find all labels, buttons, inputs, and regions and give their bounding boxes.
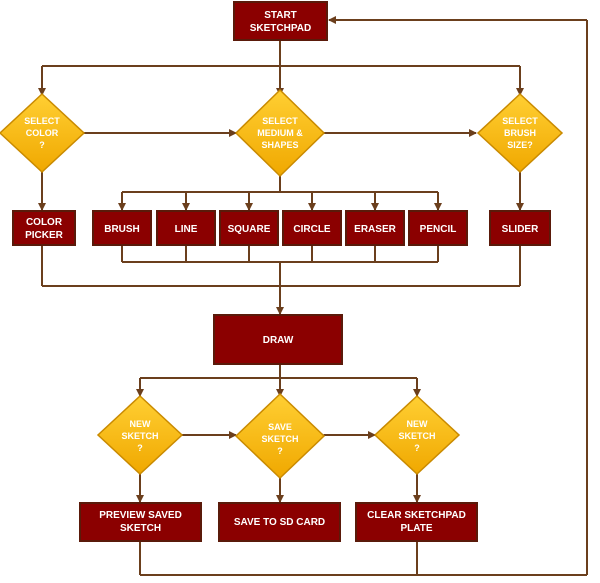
process-color-picker[interactable]: COLOR PICKER bbox=[12, 210, 76, 246]
node-text: DRAW bbox=[263, 335, 294, 346]
process-save-to-sd-card[interactable]: SAVE TO SD CARD bbox=[218, 502, 341, 542]
node-text: SQUARE bbox=[228, 224, 271, 235]
process-clear-sketchpad-plate[interactable]: CLEAR SKETCHPAD PLATE bbox=[355, 502, 478, 542]
process-line[interactable]: LINE bbox=[156, 210, 216, 246]
node-text: PENCIL bbox=[420, 224, 457, 235]
svg-text:CIRCLE: CIRCLE bbox=[293, 224, 331, 235]
node-text: MEDIUM & bbox=[257, 128, 303, 138]
node-text: SELECT bbox=[502, 116, 538, 126]
connectors bbox=[38, 16, 588, 576]
node-text: LINE bbox=[175, 224, 198, 235]
node-text: SAVE bbox=[268, 422, 292, 432]
node-text: ? bbox=[39, 140, 45, 150]
node-text: SIZE? bbox=[507, 140, 533, 150]
process-square[interactable]: SQUARE bbox=[219, 210, 279, 246]
node-text: NEW bbox=[407, 419, 429, 429]
node-text: SLIDER bbox=[502, 224, 539, 235]
process-slider[interactable]: SLIDER bbox=[489, 210, 551, 246]
process-draw[interactable]: DRAW bbox=[213, 314, 343, 365]
svg-text:ERASER: ERASER bbox=[354, 224, 396, 235]
node-text: PICKER bbox=[25, 230, 64, 241]
decision-select-medium-shapes[interactable]: SELECT MEDIUM & SHAPES bbox=[234, 88, 326, 178]
decision-select-brush-size[interactable]: SELECT BRUSH SIZE? bbox=[476, 92, 564, 174]
node-text: ? bbox=[277, 446, 283, 456]
node-text: PREVIEW SAVED bbox=[99, 510, 182, 521]
node-text: SHAPES bbox=[261, 140, 298, 150]
node-text: SKETCH bbox=[398, 431, 435, 441]
node-text: SKETCHPAD bbox=[250, 23, 311, 34]
node-text: COLOR bbox=[26, 128, 59, 138]
node-text: SELECT bbox=[24, 116, 60, 126]
svg-text:SLIDER: SLIDER bbox=[502, 224, 539, 235]
node-text: BRUSH bbox=[104, 224, 140, 235]
decision-new-sketch-left[interactable]: NEW SKETCH? bbox=[96, 394, 184, 476]
process-preview-saved-sketch[interactable]: PREVIEW SAVED SKETCH bbox=[79, 502, 202, 542]
svg-text:PENCIL: PENCIL bbox=[420, 224, 457, 235]
node-text: ERASER bbox=[354, 224, 396, 235]
node-text: NEW bbox=[130, 419, 152, 429]
node-text: COLOR bbox=[26, 217, 63, 228]
svg-text:SAVE TO SD CARD: SAVE TO SD CARD bbox=[234, 517, 325, 528]
decision-select-color[interactable]: SELECT COLOR? bbox=[0, 92, 86, 174]
node-text: SAVE TO SD CARD bbox=[234, 517, 325, 528]
process-eraser[interactable]: ERASER bbox=[345, 210, 405, 246]
node-text: ? bbox=[137, 443, 143, 453]
node-text: ? bbox=[414, 443, 420, 453]
svg-text:LINE: LINE bbox=[175, 224, 198, 235]
node-text: SKETCH bbox=[121, 431, 158, 441]
svg-text:BRUSH: BRUSH bbox=[104, 224, 140, 235]
svg-text:SQUARE: SQUARE bbox=[228, 224, 271, 235]
node-text: SKETCH bbox=[120, 523, 161, 534]
node-text: CIRCLE bbox=[293, 224, 331, 235]
process-brush[interactable]: BRUSH bbox=[92, 210, 152, 246]
node-text: BRUSH bbox=[504, 128, 536, 138]
decision-new-sketch-right[interactable]: NEW SKETCH? bbox=[373, 394, 461, 476]
node-text: PLATE bbox=[400, 523, 432, 534]
process-circle[interactable]: CIRCLE bbox=[282, 210, 342, 246]
process-pencil[interactable]: PENCIL bbox=[408, 210, 468, 246]
node-text: CLEAR SKETCHPAD bbox=[367, 510, 466, 521]
node-text: SELECT bbox=[262, 116, 298, 126]
node-text: SKETCH bbox=[261, 434, 298, 444]
svg-text:DRAW: DRAW bbox=[263, 335, 294, 346]
process-start-sketchpad[interactable]: START SKETCHPAD bbox=[233, 1, 328, 41]
node-text: START bbox=[264, 10, 297, 21]
decision-save-sketch[interactable]: SAVE SKETCH? bbox=[234, 392, 326, 480]
